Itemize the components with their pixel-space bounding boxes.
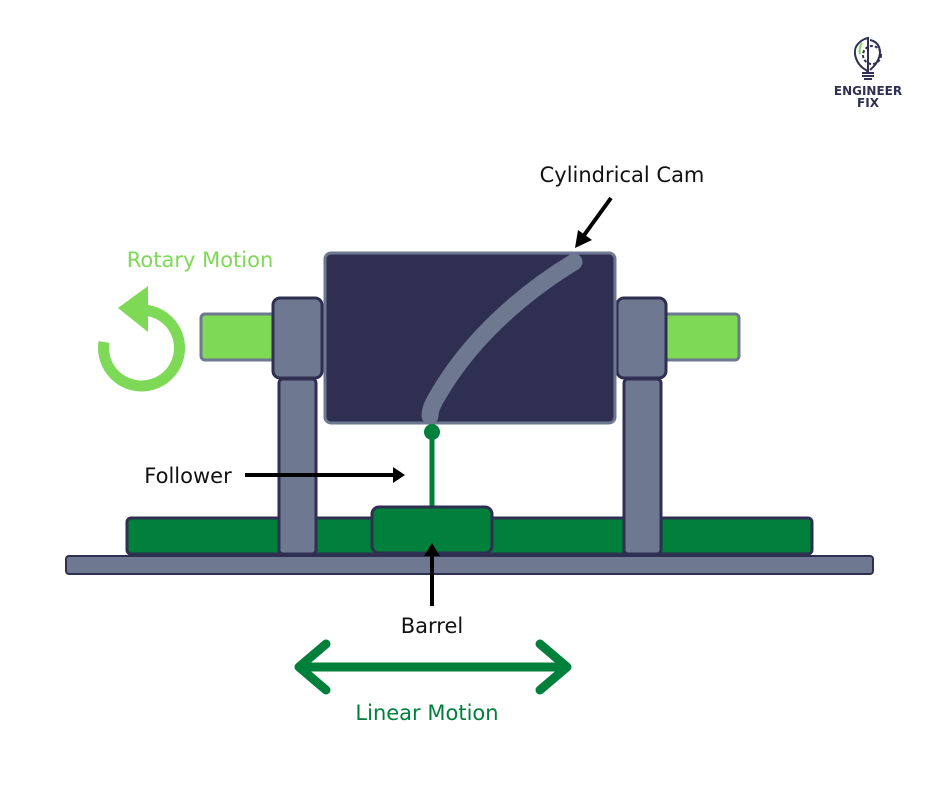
right-pillar bbox=[622, 377, 663, 556]
rotary-motion-label: Rotary Motion bbox=[127, 248, 274, 272]
right-bearing bbox=[615, 296, 668, 380]
cam-pointer-arrow bbox=[575, 196, 613, 248]
logo-text-line1: ENGINEER bbox=[834, 84, 902, 98]
follower-pointer-arrow bbox=[245, 467, 405, 483]
cam-label: Cylindrical Cam bbox=[540, 163, 705, 187]
right-shaft bbox=[656, 312, 741, 362]
left-pillar bbox=[277, 377, 318, 556]
base-plate bbox=[65, 555, 874, 575]
rotary-motion-arrow-icon bbox=[98, 286, 186, 392]
barrel-pointer-arrow bbox=[424, 543, 440, 606]
follower-tip bbox=[424, 424, 440, 440]
lightbulb-gear-icon bbox=[853, 36, 882, 80]
linear-motion-label: Linear Motion bbox=[355, 701, 498, 725]
follower-label: Follower bbox=[144, 464, 232, 488]
left-shaft bbox=[199, 312, 283, 362]
barrel-label: Barrel bbox=[401, 614, 463, 638]
engineer-fix-logo: ENGINEER FIX bbox=[834, 36, 902, 110]
cam-groove bbox=[421, 253, 583, 425]
logo-text-line2: FIX bbox=[857, 96, 880, 110]
linear-motion-arrow-icon bbox=[294, 639, 572, 695]
left-bearing bbox=[271, 296, 324, 380]
